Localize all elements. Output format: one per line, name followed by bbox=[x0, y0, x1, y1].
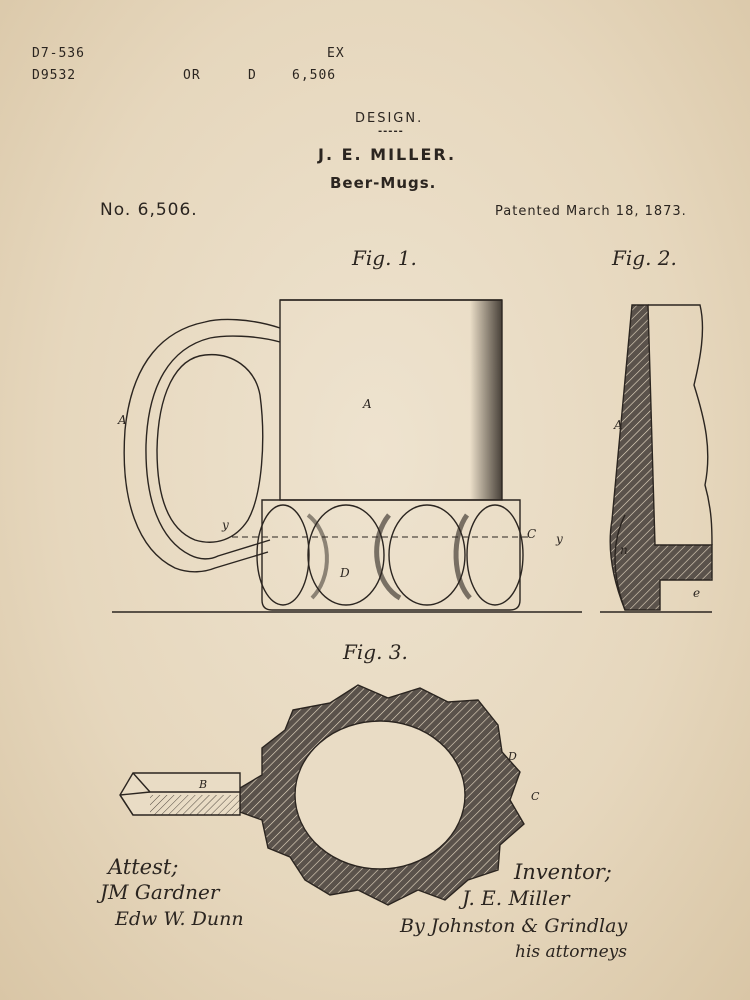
doc-number: 6,506 bbox=[292, 68, 337, 83]
fig3-label-d: D bbox=[508, 750, 517, 763]
witness-signature-2: Edw W. Dunn bbox=[115, 908, 244, 930]
fig2-label-e: e bbox=[693, 586, 701, 600]
fig2-caption: Fig. 2. bbox=[612, 246, 677, 270]
fig1-caption: Fig. 1. bbox=[352, 246, 417, 270]
inventor-signature: J. E. Miller bbox=[462, 886, 570, 910]
fig1-label-a: A bbox=[118, 413, 127, 427]
doc-code-1: D7-536 bbox=[32, 46, 85, 61]
patent-date: Patented March 18, 1873. bbox=[495, 204, 687, 219]
fig3-bottom-drawing bbox=[119, 684, 525, 906]
fig2-label-a: A bbox=[614, 418, 623, 432]
design-heading: DESIGN. bbox=[355, 111, 424, 126]
doc-code-2: D9532 bbox=[32, 68, 77, 83]
patent-number: No. 6,506. bbox=[100, 200, 198, 220]
inventor-name: J. E. MILLER. bbox=[318, 145, 457, 164]
inventor-label: Inventor; bbox=[514, 860, 612, 884]
doc-ex: EX bbox=[327, 46, 345, 61]
fig2-section-drawing bbox=[600, 304, 713, 613]
fig1-label-y-right: y bbox=[556, 532, 563, 546]
fig1-label-c: C bbox=[527, 527, 537, 541]
fig3-caption: Fig. 3. bbox=[343, 640, 408, 664]
fig2-label-n: n bbox=[620, 543, 628, 557]
doc-or: OR bbox=[183, 68, 201, 83]
fig3-label-c: C bbox=[531, 790, 540, 803]
design-dashes: ----- bbox=[378, 126, 404, 137]
witness-signature-1: JM Gardner bbox=[100, 880, 220, 904]
fig1-mug-drawing bbox=[112, 299, 582, 613]
patent-subject: Beer-Mugs. bbox=[330, 174, 437, 192]
fig1-label-a-center: A bbox=[363, 397, 372, 411]
fig1-label-d: D bbox=[340, 566, 350, 580]
attorney-by-line: By Johnston & Grindlay bbox=[400, 915, 628, 937]
fig3-label-b: B bbox=[199, 778, 208, 791]
attorneys-line: his attorneys bbox=[515, 942, 628, 962]
attest-label: Attest; bbox=[108, 855, 179, 879]
fig1-label-y-left: y bbox=[222, 518, 229, 532]
doc-d: D bbox=[248, 68, 257, 83]
